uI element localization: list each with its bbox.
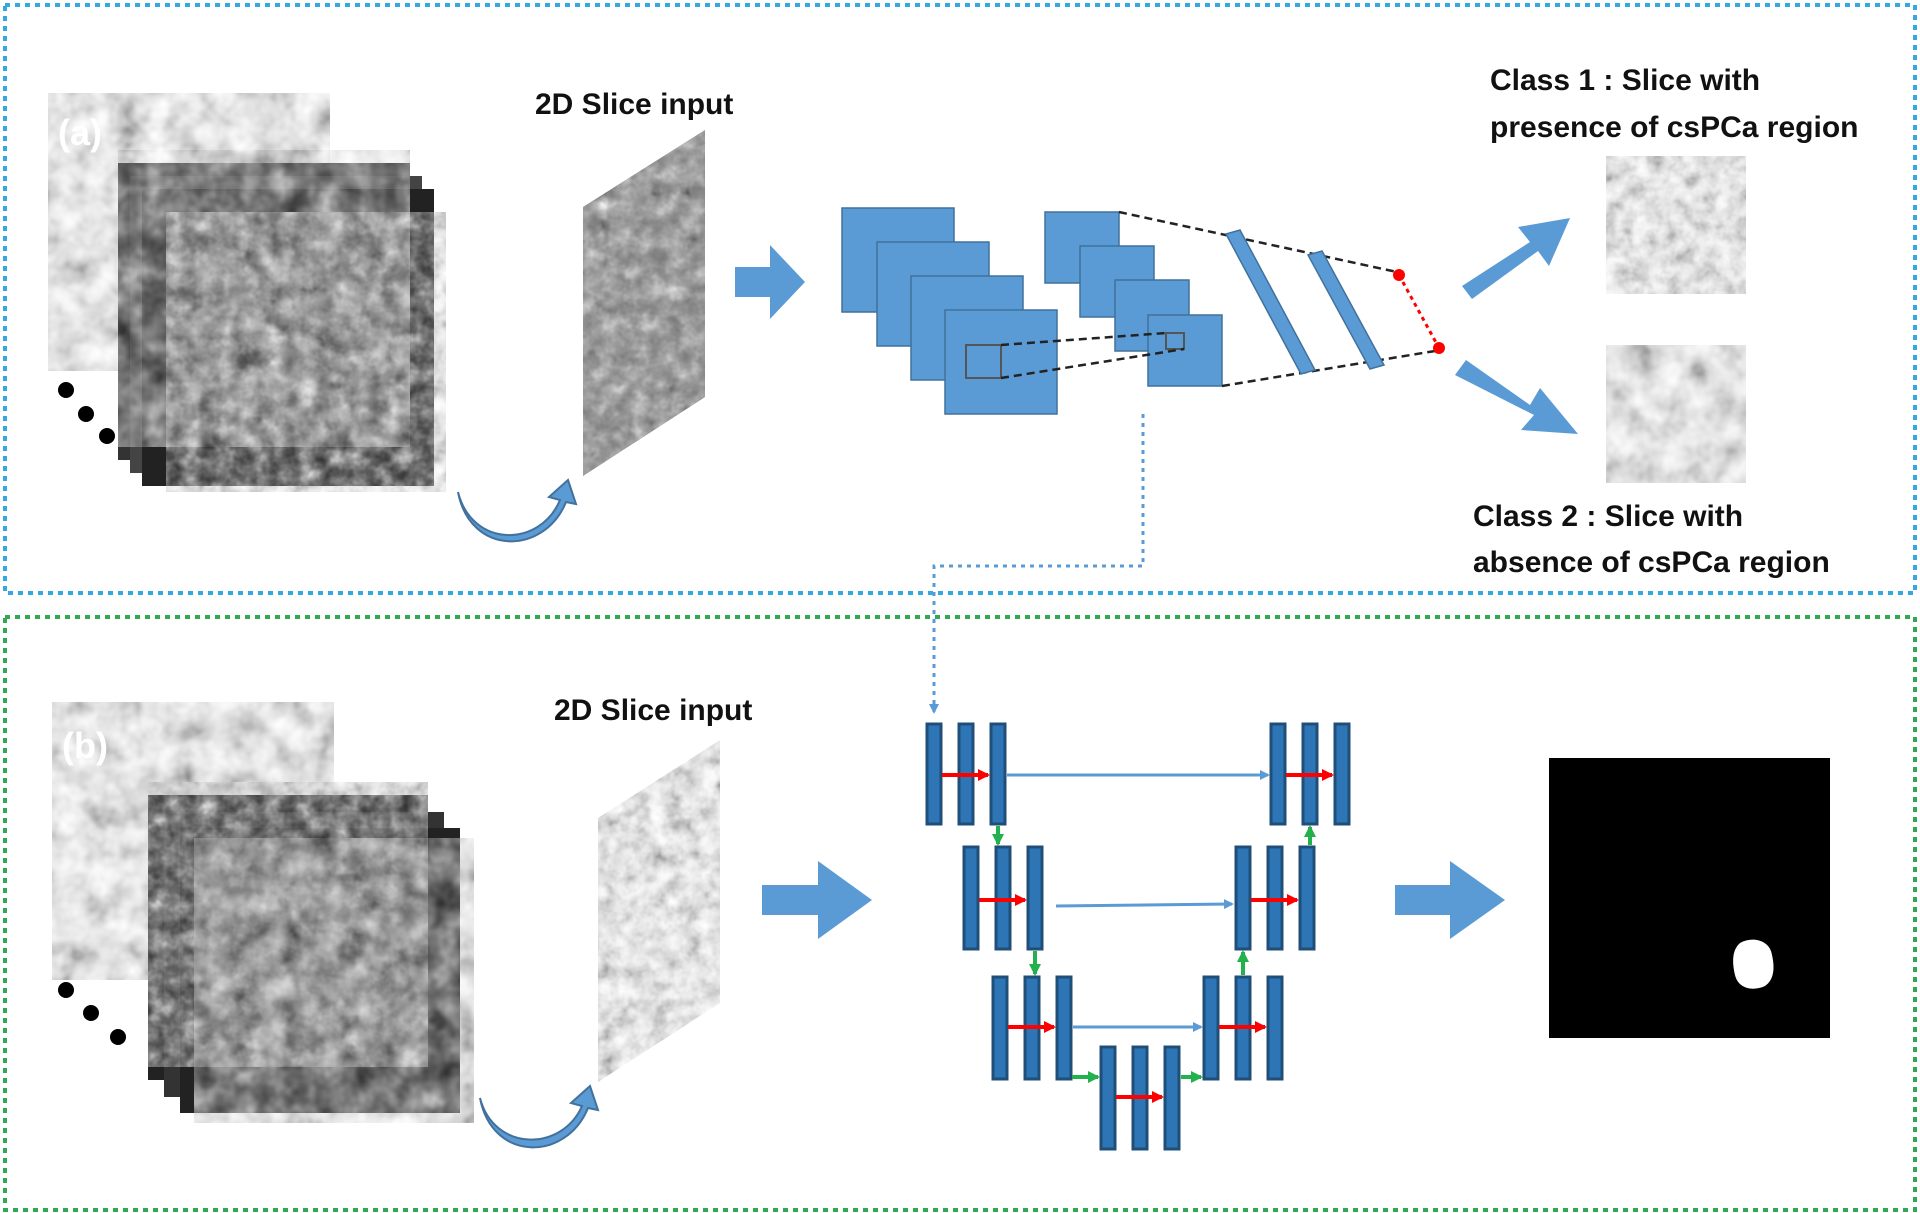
- cnn-conv-block-2: [1044, 211, 1223, 387]
- curved-arrow-icon: [457, 478, 578, 543]
- class-1-label-line2: presence of csPCa region: [1490, 111, 1858, 144]
- mri-volume-stack-b: (b): [52, 702, 474, 1123]
- receptive-field-lines: [1000, 331, 1185, 380]
- panel-b-label: (b): [62, 725, 108, 766]
- cnn-conv-block-1: [841, 207, 1058, 415]
- block-arrow-icon: [762, 861, 872, 939]
- class-1-image: [1606, 156, 1746, 294]
- ellipsis-dots-icon: [58, 982, 126, 1045]
- slice-input-b: [598, 740, 720, 1082]
- lesion-region: [1733, 939, 1774, 989]
- segmentation-mask: [1549, 758, 1830, 1038]
- panel-a-label: (a): [58, 112, 102, 153]
- panel-b: (b) 2D Slice input: [52, 694, 1830, 1151]
- panel-b-border: [3, 615, 1917, 1212]
- ellipsis-dots-icon: [58, 382, 115, 444]
- class-1-label-line1: Class 1 : Slice with: [1490, 64, 1760, 97]
- curved-arrow-icon: [479, 1084, 600, 1149]
- class-2-label-line1: Class 2 : Slice with: [1473, 500, 1743, 533]
- panel-connector: [929, 414, 1145, 714]
- class-1-arrow: [1462, 218, 1570, 299]
- panel-a: (a) 2D Slice input: [48, 64, 1858, 579]
- class-2-arrow: [1455, 360, 1578, 434]
- class-2-label-line2: absence of csPCa region: [1473, 546, 1830, 579]
- unet-architecture: [925, 722, 1351, 1151]
- input-title-a: 2D Slice input: [535, 88, 733, 121]
- class-2-image: [1606, 345, 1746, 483]
- fc-layers: [1118, 210, 1445, 388]
- block-arrow-icon: [735, 245, 805, 319]
- input-title-b: 2D Slice input: [554, 694, 752, 727]
- panel-a-border: [3, 3, 1917, 595]
- block-arrow-icon: [1395, 861, 1505, 939]
- mri-volume-stack-a: (a): [48, 93, 446, 492]
